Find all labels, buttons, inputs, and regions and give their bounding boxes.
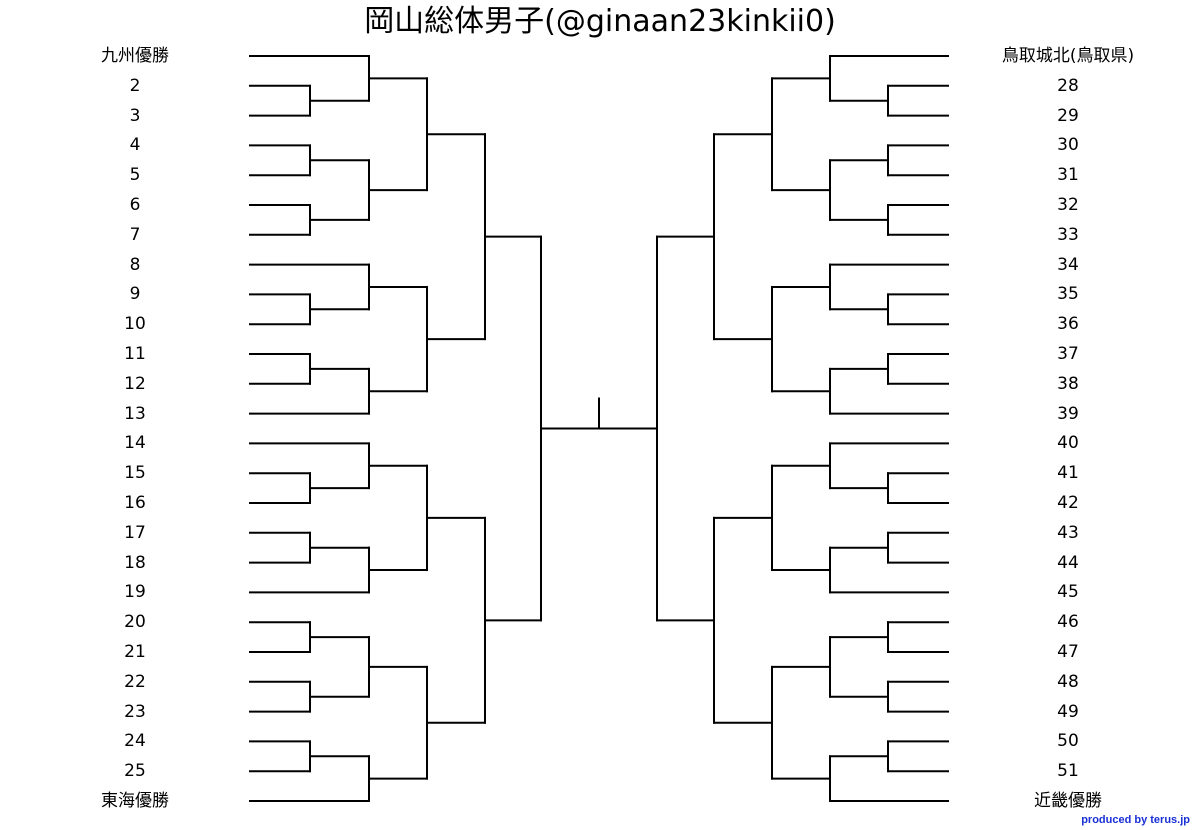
left-team-label: 14: [124, 433, 146, 454]
right-team-label: 近畿優勝: [1034, 791, 1102, 811]
right-team-label: 30: [1057, 135, 1079, 156]
left-team-label: 10: [124, 314, 146, 335]
left-team-label: 19: [124, 582, 146, 603]
left-team-label: 12: [124, 373, 146, 394]
right-team-label: 34: [1057, 254, 1079, 275]
left-team-label: 20: [124, 612, 146, 633]
right-team-label: 31: [1057, 165, 1079, 186]
left-team-label: 22: [124, 671, 146, 692]
left-team-label: 23: [124, 701, 146, 722]
right-team-label: 32: [1057, 195, 1079, 215]
right-team-label: 49: [1057, 701, 1079, 722]
right-team-label: 42: [1057, 493, 1079, 513]
right-team-label: 36: [1057, 314, 1079, 335]
right-team-label: 44: [1057, 552, 1079, 573]
left-team-label: 11: [124, 344, 146, 364]
right-team-label: 50: [1057, 731, 1079, 752]
right-team-label: 鳥取城北(鳥取県): [1001, 46, 1135, 66]
bracket-title: 岡山総体男子(@ginaan23kinkii0): [364, 4, 836, 39]
right-team-label: 41: [1057, 463, 1079, 484]
left-team-label: 九州優勝: [101, 46, 169, 66]
left-team-label: 9: [129, 284, 141, 305]
right-team-label: 40: [1057, 433, 1079, 454]
left-team-label: 2: [129, 75, 141, 96]
right-team-label: 46: [1057, 612, 1079, 633]
left-team-label: 21: [124, 642, 146, 662]
left-team-label: 6: [129, 195, 141, 215]
left-team-label: 7: [129, 224, 141, 245]
left-team-label: 東海優勝: [101, 791, 169, 811]
left-team-label: 24: [124, 731, 146, 752]
right-team-label: 35: [1057, 284, 1079, 305]
left-team-label: 8: [129, 254, 141, 275]
right-team-label: 43: [1057, 522, 1079, 543]
right-team-label: 29: [1057, 105, 1079, 126]
left-team-label: 3: [129, 105, 141, 126]
right-team-label: 48: [1057, 671, 1079, 692]
right-team-label: 47: [1057, 642, 1079, 662]
left-team-label: 16: [124, 493, 146, 513]
right-team-label: 28: [1057, 75, 1079, 96]
left-team-label: 18: [124, 552, 146, 573]
left-team-label: 13: [124, 403, 146, 424]
left-team-label: 25: [124, 761, 146, 782]
left-team-label: 15: [124, 463, 146, 484]
final-match-lines: [540, 397, 658, 430]
right-team-label: 37: [1057, 344, 1079, 364]
right-team-label: 38: [1057, 373, 1079, 394]
left-bracket-lines: [249, 55, 542, 802]
right-bracket-lines: [656, 55, 949, 802]
left-team-label: 4: [129, 135, 141, 156]
right-team-label: 45: [1057, 582, 1079, 603]
right-team-label: 33: [1057, 224, 1079, 245]
left-team-label: 17: [124, 522, 146, 543]
left-team-label: 5: [129, 165, 141, 186]
credit-text: produced by terus.jp: [1081, 814, 1190, 826]
right-team-label: 39: [1057, 403, 1079, 424]
right-team-label: 51: [1057, 761, 1079, 782]
